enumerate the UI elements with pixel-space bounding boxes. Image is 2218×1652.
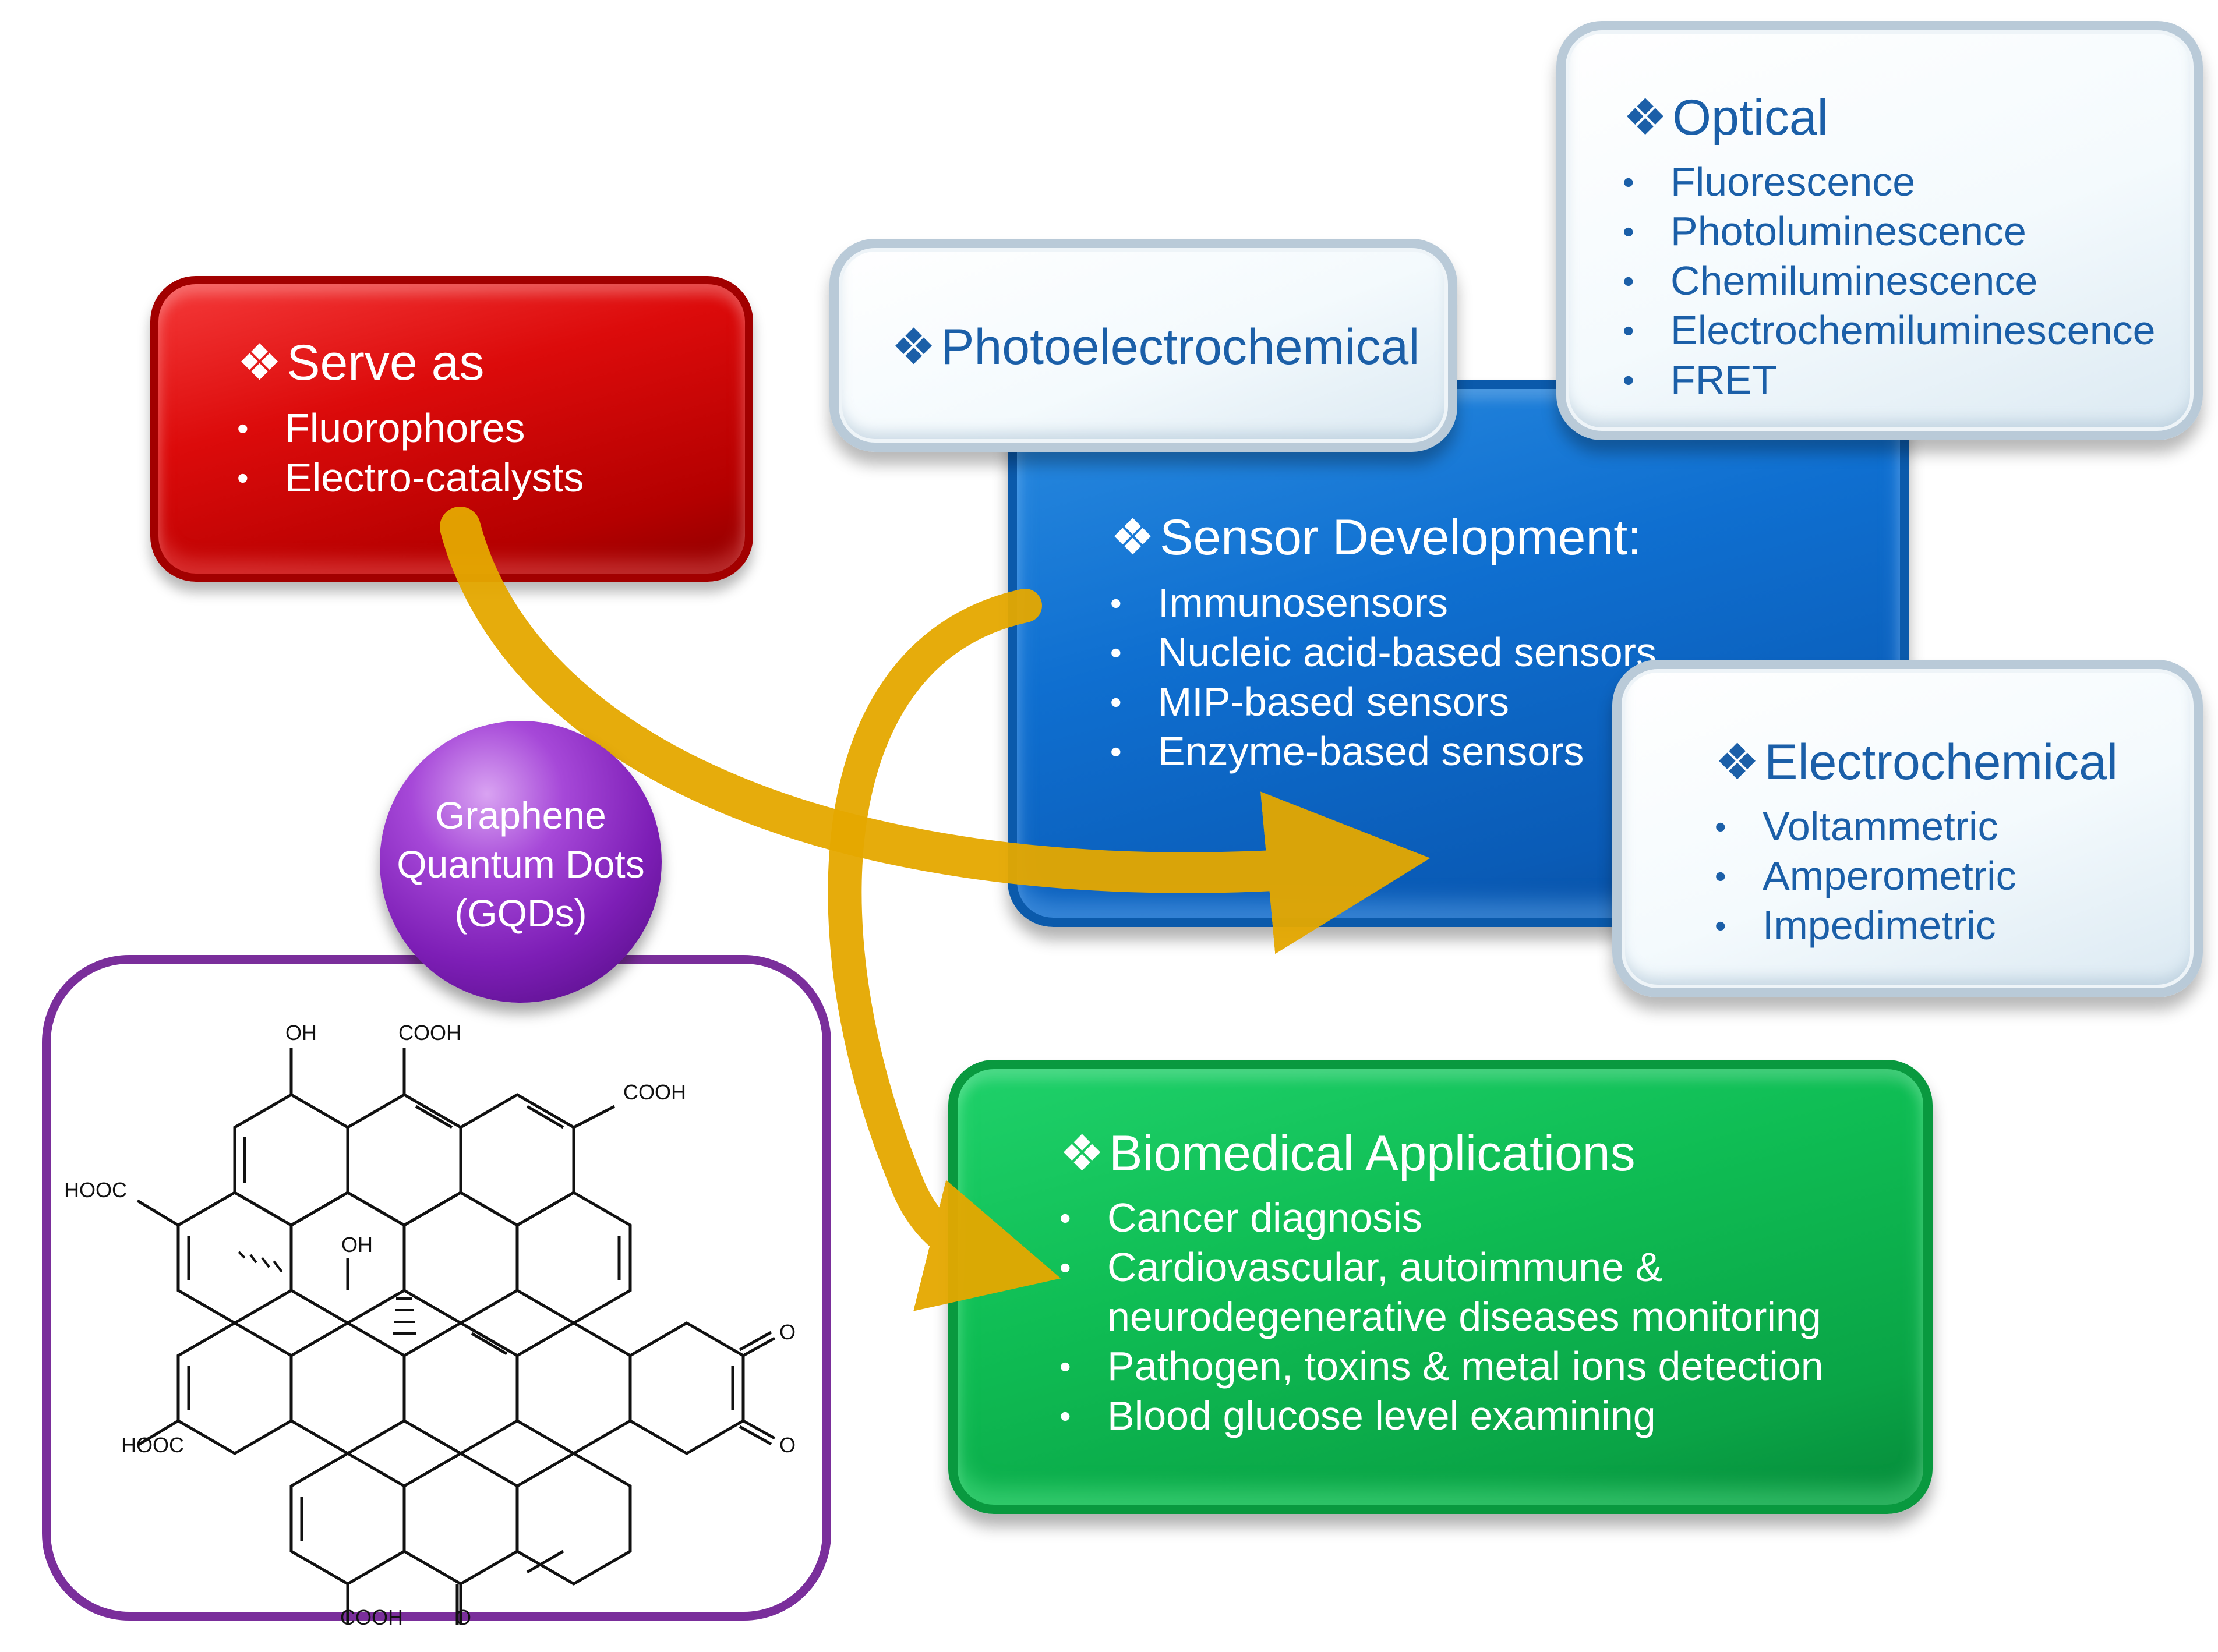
sensor-development-title: ❖Sensor Development: xyxy=(1110,510,1642,565)
gqd-chemical-structure xyxy=(136,1048,776,1625)
list-item: Amperometric xyxy=(1715,851,2016,901)
svg-text:OH: OH xyxy=(285,1021,317,1045)
biomedical-applications-list: Cancer diagnosis Cardiovascular, autoimm… xyxy=(1059,1193,1824,1441)
diamond-bullet-icon: ❖ xyxy=(1110,510,1156,565)
arrow-sensor-to-biomedical xyxy=(828,589,1061,1311)
arrow-serve-to-sensor xyxy=(440,507,1431,954)
list-item-continuation: neurodegenerative diseases monitoring xyxy=(1107,1294,1821,1339)
list-item: Immunosensors xyxy=(1110,578,1657,628)
list-item: Fluorophores xyxy=(237,404,584,453)
svg-text:O: O xyxy=(779,1320,796,1344)
serve-as-list: Fluorophores Electro-catalysts xyxy=(237,404,584,503)
list-item: MIP-based sensors xyxy=(1110,677,1657,727)
optical-title: ❖Optical xyxy=(1623,90,1828,146)
gqd-structure-frame xyxy=(42,955,831,1621)
svg-text:HOOC: HOOC xyxy=(64,1178,127,1202)
svg-text:COOH: COOH xyxy=(623,1080,686,1104)
biomedical-applications-box: ❖Biomedical Applications Cancer diagnosi… xyxy=(948,1060,1933,1514)
diamond-bullet-icon: ❖ xyxy=(1623,90,1668,146)
svg-text:COOH: COOH xyxy=(340,1605,403,1629)
sensor-development-list: Immunosensors Nucleic acid-based sensors… xyxy=(1110,578,1657,776)
diamond-bullet-icon: ❖ xyxy=(1059,1126,1105,1181)
biomedical-applications-title: ❖Biomedical Applications xyxy=(1059,1126,1636,1181)
list-item: Fluorescence xyxy=(1623,157,2156,207)
list-item: Chemiluminescence xyxy=(1623,256,2156,306)
electrochemical-title: ❖Electrochemical xyxy=(1715,734,2118,790)
diamond-bullet-icon: ❖ xyxy=(1715,734,1760,790)
list-item: Blood glucose level examining xyxy=(1059,1391,1824,1441)
optical-list: Fluorescence Photoluminescence Chemilumi… xyxy=(1623,157,2156,405)
optical-box: ❖Optical Fluorescence Photoluminescence … xyxy=(1556,21,2203,440)
svg-text:O: O xyxy=(455,1605,471,1629)
sensor-development-box: ❖Sensor Development: Immunosensors Nucle… xyxy=(1008,380,1909,927)
list-item: Cancer diagnosis xyxy=(1059,1193,1824,1243)
diamond-bullet-icon: ❖ xyxy=(891,319,937,375)
photoelectrochemical-title: ❖Photoelectrochemical xyxy=(891,319,1420,375)
svg-text:OH: OH xyxy=(341,1233,373,1257)
electrochemical-list: Voltammetric Amperometric Impedimetric xyxy=(1715,802,2016,950)
list-item: Nucleic acid-based sensors xyxy=(1110,628,1657,677)
diamond-bullet-icon: ❖ xyxy=(237,335,282,391)
serve-as-title: ❖Serve as xyxy=(237,335,485,391)
serve-as-box: ❖Serve as Fluorophores Electro-catalysts xyxy=(150,276,753,582)
list-item: Electrochemiluminescence xyxy=(1623,306,2156,355)
svg-text:O: O xyxy=(779,1433,796,1457)
list-item: Cardiovascular, autoimmune & xyxy=(1059,1243,1824,1292)
svg-text:HOOC: HOOC xyxy=(121,1433,184,1457)
gqd-sphere: Graphene Quantum Dots (GQDs) xyxy=(380,721,662,1003)
list-item: Pathogen, toxins & metal ions detection xyxy=(1059,1342,1824,1391)
gqd-label: Graphene Quantum Dots (GQDs) xyxy=(397,794,645,935)
electrochemical-box: ❖Electrochemical Voltammetric Amperometr… xyxy=(1612,660,2203,997)
photoelectrochemical-box: ❖Photoelectrochemical xyxy=(829,239,1457,452)
list-item: Voltammetric xyxy=(1715,802,2016,851)
list-item: Enzyme-based sensors xyxy=(1110,727,1657,776)
gqd-structure-labels: OH COOH COOH HOOC OH O HOOC O COOH O xyxy=(64,1021,796,1629)
list-item: Photoluminescence xyxy=(1623,207,2156,256)
list-item: Impedimetric xyxy=(1715,901,2016,950)
list-item: FRET xyxy=(1623,355,2156,405)
svg-text:COOH: COOH xyxy=(398,1021,461,1045)
list-item: Electro-catalysts xyxy=(237,453,584,503)
